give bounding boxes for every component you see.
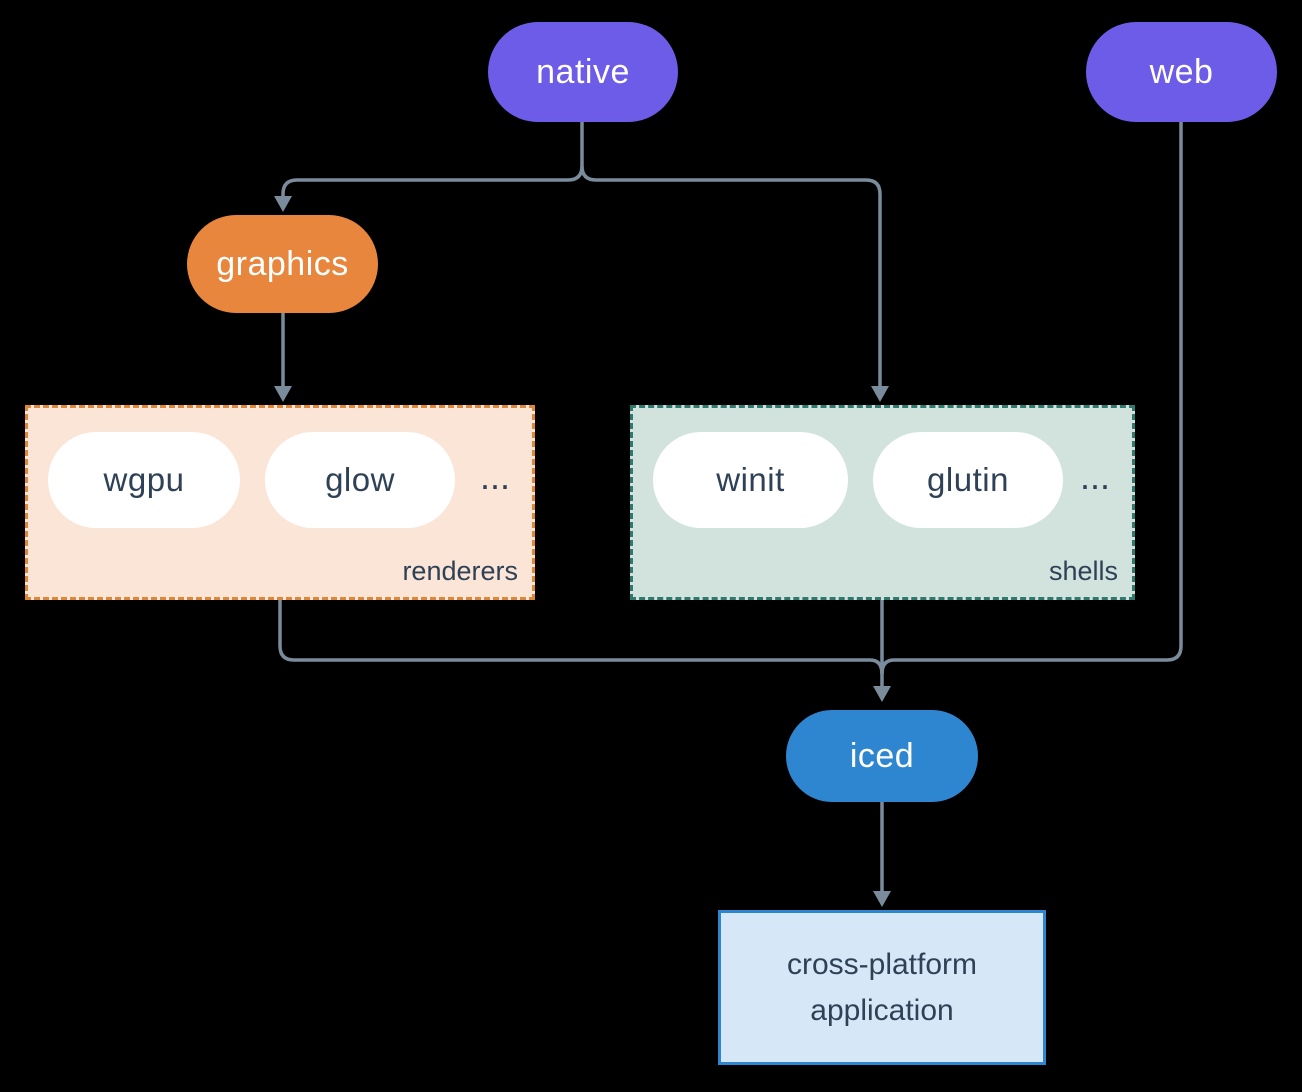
arrowhead-renderers — [274, 386, 292, 402]
node-winit-label: winit — [716, 461, 785, 498]
arrowhead-app — [873, 891, 891, 907]
node-native-label: native — [536, 52, 630, 91]
node-graphics: graphics — [187, 215, 378, 313]
shells-ellipsis: ... — [1079, 456, 1110, 497]
node-winit: winit — [653, 432, 848, 528]
group-shells: winit glutin ... shells — [630, 405, 1135, 600]
group-renderers: wgpu glow ... renderers — [25, 405, 535, 600]
node-graphics-label: graphics — [216, 244, 349, 283]
node-glow-label: glow — [325, 461, 395, 498]
arrowhead-shells — [871, 386, 889, 402]
node-wgpu: wgpu — [48, 432, 240, 528]
node-iced: iced — [786, 710, 978, 802]
node-glutin: glutin — [873, 432, 1063, 528]
edge-native-graphics — [281, 122, 584, 197]
shells-group-label: shells — [1048, 556, 1118, 586]
node-wgpu-label: wgpu — [103, 461, 185, 498]
node-app-label: cross-platform application — [786, 947, 978, 1027]
edge-merge-fillet-right — [880, 658, 895, 675]
node-glutin-label: glutin — [927, 461, 1009, 498]
node-glow: glow — [265, 432, 455, 528]
node-web: web — [1086, 22, 1277, 122]
node-native: native — [488, 22, 678, 122]
renderers-group-label: renderers — [402, 556, 518, 586]
node-iced-label: iced — [849, 736, 915, 775]
node-web-label: web — [1149, 52, 1214, 91]
renderers-ellipsis: ... — [479, 456, 510, 497]
edge-renderers-merge — [278, 600, 870, 662]
node-cross-platform-application: cross-platform application — [718, 910, 1046, 1065]
edge-native-shells — [580, 165, 882, 386]
edge-merge-fillet-left — [869, 658, 884, 675]
arrowhead-graphics — [274, 196, 292, 212]
arrowhead-iced — [873, 686, 891, 702]
edge-web-merge — [894, 122, 1183, 662]
